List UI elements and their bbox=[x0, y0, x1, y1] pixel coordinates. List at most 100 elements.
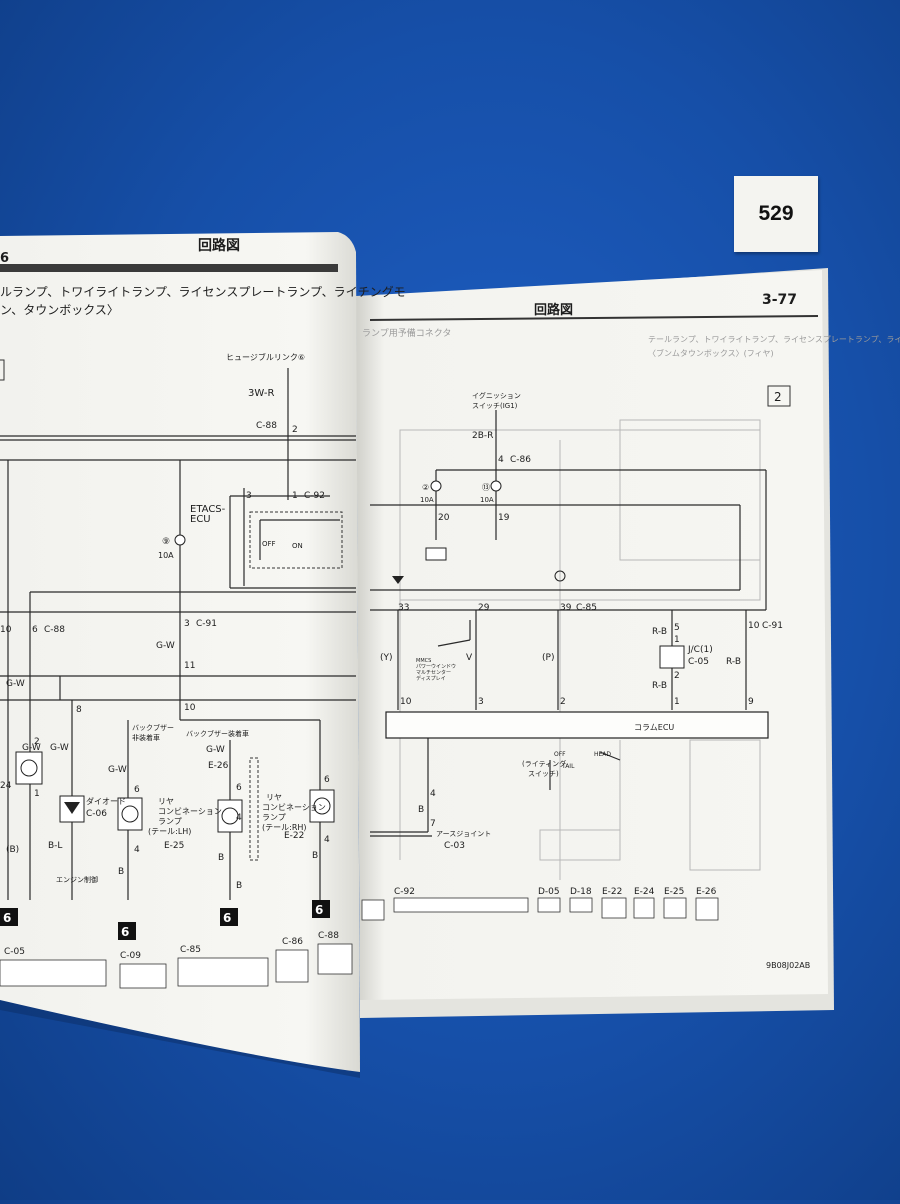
ghost-line-2: ランプ用予備コネクタ bbox=[362, 327, 451, 339]
gw-label-2: G-W bbox=[6, 679, 25, 689]
gw-label-4: G-W bbox=[50, 743, 69, 753]
c91-label: C-91 bbox=[196, 619, 217, 629]
diode-label: ダイオード bbox=[86, 796, 126, 806]
jc-label: J/C(1) bbox=[687, 645, 713, 655]
c03-label: C-03 bbox=[444, 841, 465, 851]
pin-6b: 6 bbox=[236, 783, 242, 793]
pin-4a: 4 bbox=[134, 845, 140, 855]
fuse-13-label: ⑬ bbox=[482, 483, 490, 492]
pin-5-label: 5 bbox=[674, 623, 680, 633]
c24-label: 24 bbox=[0, 781, 12, 791]
pin-11-label: 11 bbox=[184, 661, 195, 671]
ghost-line-1: テールランプ、トワイライトランプ、ライセンスプレートランプ、ライチングモニター、… bbox=[648, 334, 900, 344]
c05-label: C-05 bbox=[4, 947, 25, 957]
rear-lamp-lh-icon bbox=[117, 797, 143, 831]
right-page bbox=[356, 270, 828, 1000]
etacs-pin-3: 3 bbox=[246, 491, 252, 501]
ground-symbols bbox=[0, 900, 330, 940]
c86-label-right: C-86 bbox=[510, 455, 531, 465]
mmcs-label-4: ディスプレイ bbox=[416, 675, 446, 682]
etacs-pin-1: 1 bbox=[292, 491, 298, 501]
c88-bottom-label: C-88 bbox=[318, 931, 339, 941]
gw-label-3: G-W bbox=[22, 743, 41, 753]
c92-label-right: C-92 bbox=[394, 887, 415, 897]
fuse-10a-1: 10A bbox=[420, 496, 434, 504]
switch-off-label: OFF bbox=[262, 540, 276, 548]
pin-6a: 6 bbox=[134, 785, 140, 795]
left-title-line-1: ルランプ、トワイライトランプ、ライセンスプレートランプ、ライチングモ bbox=[0, 285, 406, 299]
diode-icon-right bbox=[392, 576, 404, 584]
bleed-through-lines bbox=[399, 419, 761, 880]
pin-1b-label: 1 bbox=[34, 789, 40, 799]
pin-8-label: 8 bbox=[76, 705, 82, 715]
diagram-code: 9B08J02AB bbox=[766, 961, 810, 970]
c06-label: C-06 bbox=[86, 809, 107, 819]
wire-3w-r: 3W-R bbox=[248, 388, 274, 399]
pin-6-label: 6 bbox=[32, 625, 38, 635]
c85-label: C-85 bbox=[180, 945, 201, 955]
pin-39-label: 39 bbox=[560, 603, 572, 613]
wire-2b-r: 2B-R bbox=[472, 431, 493, 441]
right-header-title: 回路図 bbox=[534, 302, 573, 318]
buzzer-with-label: バックブザー装着車 bbox=[186, 729, 249, 738]
right-connector-tables bbox=[361, 897, 719, 921]
pin-3b-label: 3 bbox=[184, 619, 190, 629]
left-page-number: 6 bbox=[0, 251, 9, 266]
pin-2b-right: 2 bbox=[560, 697, 566, 707]
diode-icon bbox=[59, 795, 85, 823]
rear-combo-lh-4: (テール:LH) bbox=[148, 827, 191, 836]
mmcs-label-3: マルチセンター bbox=[416, 669, 451, 676]
left-page-content: 6 回路図 ルランプ、トワイライトランプ、ライセンスプレートランプ、ライチングモ… bbox=[0, 237, 406, 989]
fuse-2-label: ② bbox=[422, 483, 429, 492]
wire-y: (Y) bbox=[380, 653, 393, 663]
fuse-10a-label: 10A bbox=[158, 551, 174, 560]
lighting-switch-1: (ライティング bbox=[522, 759, 566, 768]
c92-label: C-92 bbox=[304, 491, 325, 501]
etacs-switch-box bbox=[249, 511, 343, 569]
indicator-icon bbox=[554, 570, 566, 582]
mmcs-label-1: MMCS bbox=[416, 658, 431, 664]
buzzer-none-label: バックブザー bbox=[132, 723, 174, 732]
c09-label: C-09 bbox=[120, 951, 141, 961]
e25-label: E-25 bbox=[164, 841, 184, 851]
section-box bbox=[767, 385, 791, 407]
c85-label-right: C-85 bbox=[576, 603, 597, 613]
switch-head: HEAD bbox=[594, 751, 611, 758]
right-header-line bbox=[369, 315, 819, 321]
sticker-number: 529 bbox=[758, 202, 794, 225]
fusible-link-label: ヒュージブルリンク⑥ bbox=[226, 352, 305, 362]
pin-2-label: 2 bbox=[34, 737, 40, 747]
pin-20-label: 20 bbox=[438, 513, 450, 523]
wire-b-right: B bbox=[418, 805, 424, 815]
pin-1-label: 1 bbox=[674, 635, 680, 645]
rear-combo-rh-2: コンビネーション bbox=[262, 803, 326, 812]
c88-top-label: C-88 bbox=[256, 421, 277, 431]
d18-label: D-18 bbox=[570, 887, 592, 897]
d05-label: D-05 bbox=[538, 887, 560, 897]
pin-3-right: 3 bbox=[478, 697, 484, 707]
etacs-label: ETACS- bbox=[190, 504, 226, 515]
ecu-label: ECU bbox=[190, 514, 211, 525]
pin-7-right: 7 bbox=[430, 819, 436, 829]
right-page-number: 3-77 bbox=[762, 292, 797, 308]
rear-combo-lh-2: コンビネーション bbox=[158, 807, 222, 816]
ignition-label-1: イグニッション bbox=[472, 391, 521, 400]
left-connector-tables bbox=[0, 943, 353, 989]
relay-icon bbox=[425, 547, 447, 561]
switch-tail: TAIL bbox=[561, 763, 575, 770]
pin-19-label: 19 bbox=[498, 513, 510, 523]
fuse-icons bbox=[430, 480, 502, 492]
pin-29-label: 29 bbox=[478, 603, 490, 613]
pin-10-right: 10 bbox=[748, 621, 760, 631]
left-header-title: 回路図 bbox=[198, 237, 240, 254]
right-wires bbox=[370, 410, 767, 837]
rear-lamp-rh-icon bbox=[309, 789, 335, 823]
wire-rb-2: R-B bbox=[726, 657, 741, 667]
rear-combo-lh-1: リヤ bbox=[158, 797, 174, 806]
wire-rb-1: R-B bbox=[652, 627, 667, 637]
ignition-label-2: スイッチ(IG1) bbox=[472, 402, 518, 410]
pin-4b-right: 4 bbox=[430, 789, 436, 799]
c91-label-right: C-91 bbox=[762, 621, 783, 631]
